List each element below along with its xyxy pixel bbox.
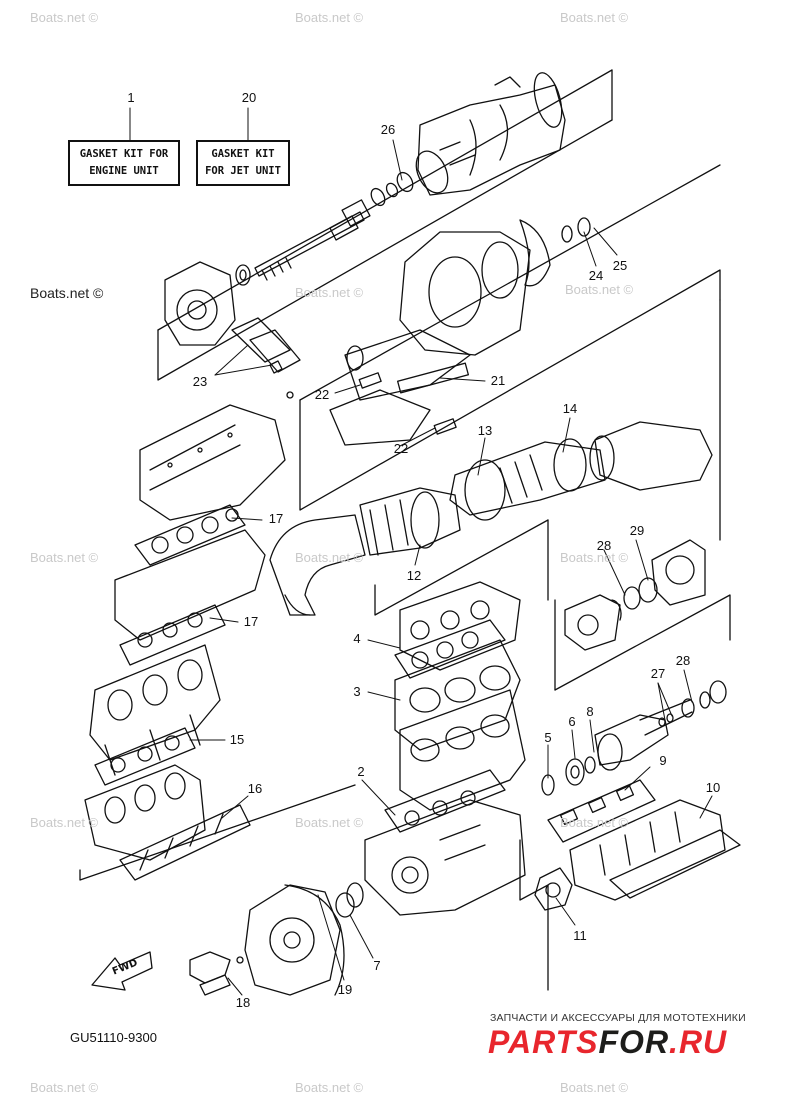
- callout-17-lower: 17: [243, 614, 259, 629]
- callout-12: 12: [406, 568, 422, 583]
- valve-cover: [139, 404, 286, 521]
- gasket-11: [534, 867, 573, 911]
- callout-15: 15: [229, 732, 245, 747]
- watermark-site: Boats.net ©: [295, 550, 364, 565]
- callout-9: 9: [659, 753, 667, 768]
- crankcase: [364, 769, 526, 916]
- gasket-17-upper: [134, 504, 246, 566]
- gasket-17-lower: [114, 529, 266, 666]
- callout-16: 16: [247, 781, 263, 796]
- callout-7: 7: [373, 958, 381, 973]
- exhaust-assembly: [269, 421, 713, 616]
- logo-main: PARTS: [488, 1024, 599, 1060]
- callout-17-upper: 17: [268, 511, 284, 526]
- callout-29: 29: [629, 523, 645, 538]
- watermark-site: Boats.net ©: [560, 815, 629, 830]
- engine-kit-line2: ENGINE UNIT: [89, 165, 159, 177]
- jet-kit-line1: GASKET KIT: [211, 148, 275, 160]
- exhaust-manifold: [547, 779, 741, 901]
- callout-28-upper: 28: [596, 538, 612, 553]
- jet-kit-line2: FOR JET UNIT: [205, 165, 281, 177]
- callout-25: 25: [612, 258, 628, 273]
- callout-11: 11: [573, 928, 587, 943]
- bearing-housing: [164, 261, 251, 346]
- jet-nozzle-assembly: [415, 72, 566, 196]
- callout-23: 23: [192, 374, 208, 389]
- callout-26: 26: [380, 122, 396, 137]
- watermark-site: Boats.net ©: [30, 285, 104, 301]
- engine-kit-line1: GASKET KIT FOR: [79, 148, 169, 160]
- watermark-site: Boats.net ©: [30, 1080, 99, 1095]
- drive-shaft: [254, 171, 414, 281]
- callout-27: 27: [650, 666, 666, 681]
- gasket-15: [94, 727, 196, 786]
- callout-22-upper: 22: [314, 387, 330, 402]
- watermark-site: Boats.net ©: [560, 10, 629, 25]
- impeller: [519, 217, 591, 287]
- watermark-site: Boats.net ©: [560, 1080, 629, 1095]
- diagram-part-code: GU51110-9300: [70, 1030, 157, 1045]
- leader-lines: [129, 107, 713, 996]
- callout-13: 13: [477, 423, 493, 438]
- jet-gasket-kit-box: GASKET KIT FOR JET UNIT: [196, 140, 290, 186]
- callout-19: 19: [337, 982, 353, 997]
- engine-gasket-kit-box: GASKET KIT FOR ENGINE UNIT: [68, 140, 180, 186]
- watermark-site: Boats.net ©: [560, 550, 629, 565]
- pump-housing: [329, 231, 531, 446]
- watermark-site: Boats.net ©: [30, 815, 99, 830]
- shop-logo: PARTSFOR.RU: [488, 1024, 727, 1061]
- callout-4: 4: [353, 631, 361, 646]
- callout-24: 24: [588, 268, 604, 283]
- watermark-site: Boats.net ©: [295, 815, 364, 830]
- cylinder-stack: [394, 581, 526, 811]
- callout-5: 5: [544, 730, 552, 745]
- watermark-site: Boats.net ©: [295, 285, 364, 300]
- shop-tagline: ЗАПЧАСТИ И АКСЕССУАРЫ ДЛЯ МОТОТЕХНИКИ: [490, 1012, 746, 1024]
- watermark-site: Boats.net ©: [295, 1080, 364, 1095]
- callout-28-lower: 28: [675, 653, 691, 668]
- jet-unit-frame: [157, 69, 721, 541]
- callout-14: 14: [562, 401, 578, 416]
- logo-tail: .RU: [669, 1024, 728, 1060]
- watermark-site: Boats.net ©: [30, 10, 99, 25]
- engine-frame-lines: [374, 519, 731, 991]
- gasket-23-set: [231, 317, 301, 399]
- callout-21: 21: [490, 373, 506, 388]
- fwd-arrow-shape: [91, 951, 153, 991]
- intake-manifold: [79, 764, 356, 881]
- callout-3: 3: [353, 684, 361, 699]
- pads-22: [358, 372, 457, 435]
- callout-10: 10: [705, 780, 721, 795]
- oil-seals: [335, 882, 364, 918]
- callout-6: 6: [568, 714, 576, 729]
- callout-8: 8: [586, 704, 594, 719]
- pto-housing-parts: [564, 539, 706, 651]
- watermark-site: Boats.net ©: [565, 282, 634, 297]
- watermark-site: Boats.net ©: [30, 550, 99, 565]
- magneto-cover: [189, 884, 345, 996]
- callout-22-lower: 22: [393, 441, 409, 456]
- watermark-site: Boats.net ©: [295, 10, 364, 25]
- carburetor-set: [89, 644, 221, 776]
- callout-20: 20: [241, 90, 257, 105]
- coupler-shaft: [541, 680, 727, 796]
- callout-18: 18: [235, 995, 251, 1010]
- callout-1: 1: [127, 90, 135, 105]
- logo-accent: FOR: [598, 1024, 670, 1060]
- callout-2: 2: [357, 764, 365, 779]
